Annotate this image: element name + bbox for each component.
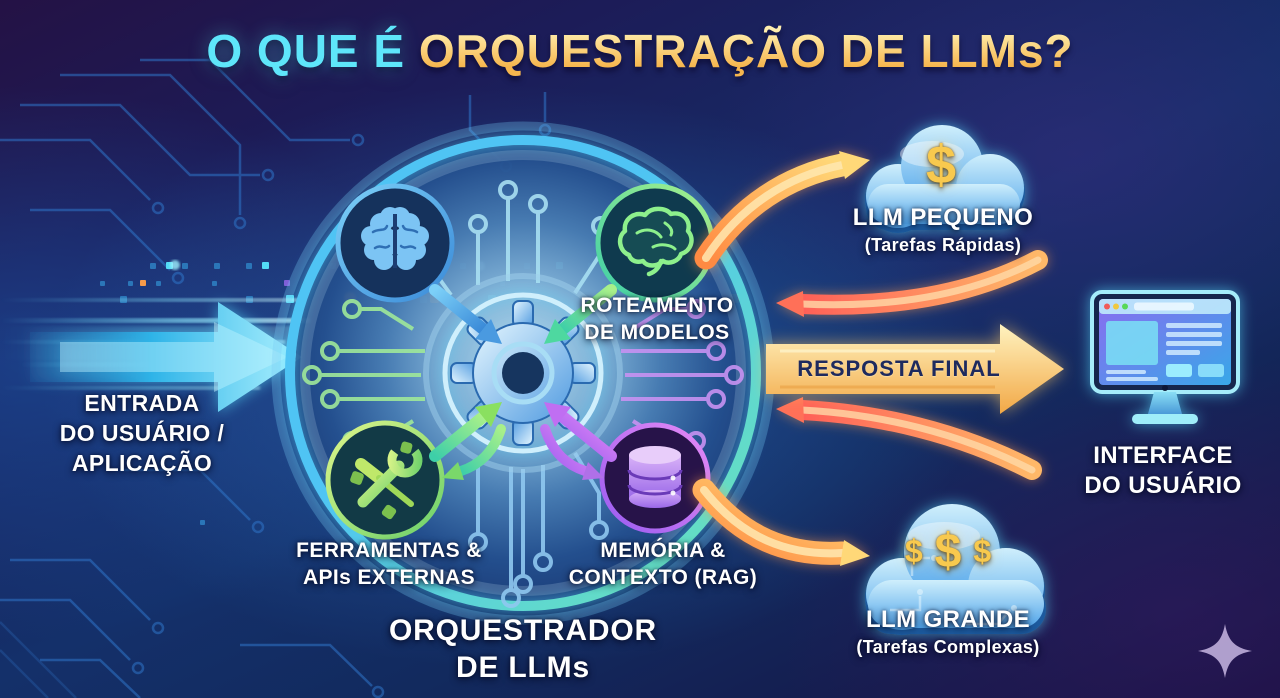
dollar-badge: $ bbox=[925, 135, 957, 195]
brain-icon bbox=[361, 207, 429, 270]
ui-label: INTERFACE DO USUÁRIO bbox=[1084, 442, 1242, 499]
cloud-dollar-icon bbox=[865, 125, 1025, 233]
response-label: RESPOSTA FINAL bbox=[797, 356, 1001, 381]
dollar-badges: $ $ $ bbox=[904, 525, 992, 578]
response-arrow-icon bbox=[766, 324, 1064, 414]
llm-small-label: LLM PEQUENO (Tarefas Rápidas) bbox=[852, 204, 1034, 255]
llm-large-label: LLM GRANDE (Tarefas Complexas) bbox=[856, 606, 1040, 657]
tools-label: FERRAMENTAS & APIs EXTERNAS bbox=[296, 539, 482, 589]
brain-icon bbox=[617, 206, 694, 277]
routing-label: ROTEAMENTO DE MODELOS bbox=[580, 294, 734, 344]
input-label: ENTRADA DO USUÁRIO / APLICAÇÃO bbox=[59, 390, 225, 476]
node-arrows bbox=[429, 284, 617, 480]
tools-node bbox=[325, 420, 445, 540]
monitor-icon bbox=[1090, 290, 1240, 424]
arrow-to-large-llm bbox=[840, 540, 870, 566]
database-icon bbox=[627, 446, 683, 508]
arrow-to-small-llm bbox=[839, 151, 870, 179]
page-title: O QUE É ORQUESTRAÇÃO DE LLMs? bbox=[206, 24, 1073, 78]
arrow-return-top bbox=[776, 291, 804, 317]
arrow-return-bottom bbox=[776, 397, 804, 423]
orchestrator-circle bbox=[271, 121, 775, 625]
cloud-dollars-icon bbox=[865, 504, 1046, 635]
gear-icon bbox=[423, 273, 623, 473]
model-node-blue bbox=[335, 183, 455, 303]
sparkle-icon bbox=[1198, 624, 1252, 678]
memory-label: MEMÓRIA & CONTEXTO (RAG) bbox=[568, 539, 758, 589]
memory-node bbox=[599, 422, 711, 534]
routing-arrows bbox=[692, 151, 1048, 566]
orchestrator-caption: ORQUESTRADOR DE LLMs bbox=[389, 614, 657, 684]
title-prefix: O QUE É bbox=[206, 25, 406, 77]
inner-circuits-down bbox=[468, 451, 609, 608]
input-arrow-icon bbox=[30, 302, 302, 412]
model-node-green bbox=[595, 183, 715, 303]
tools-icon bbox=[350, 441, 423, 520]
title-highlight: ORQUESTRAÇÃO DE LLMs? bbox=[418, 25, 1074, 77]
